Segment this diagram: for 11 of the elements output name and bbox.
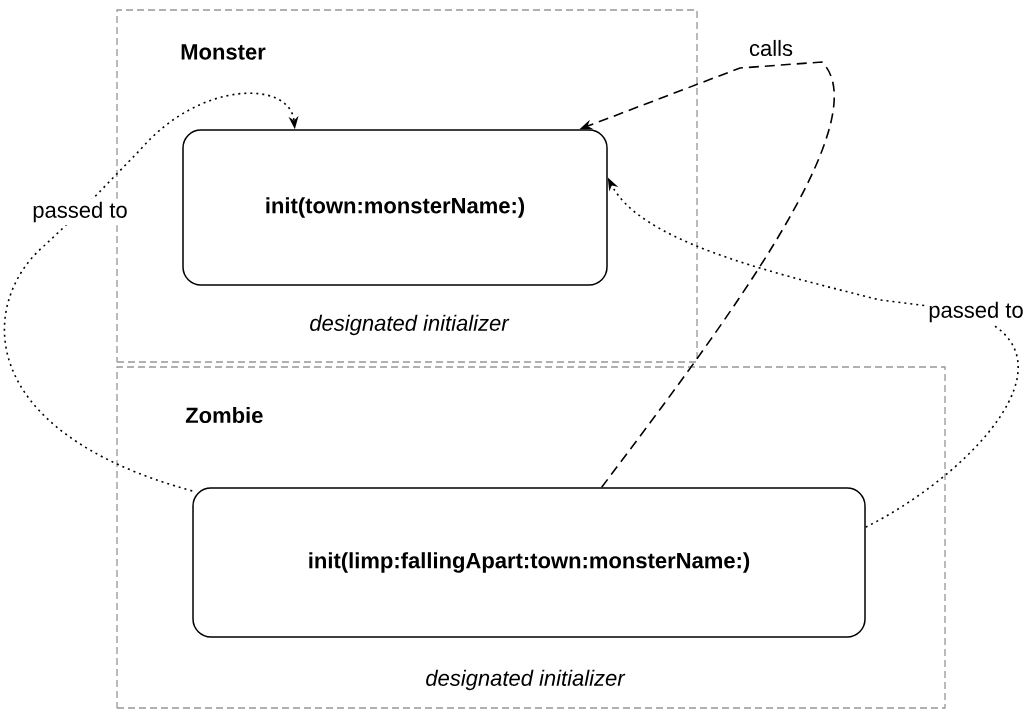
initializer-box: init(limp:fallingApart:town:monsterName:) <box>192 487 866 638</box>
arrow <box>4 92 299 492</box>
node-label: designated initializer <box>426 669 626 691</box>
initializer-box: init(town:monsterName:) <box>182 129 608 286</box>
edge-label: passed to <box>925 298 1027 326</box>
edge-label: calls <box>746 36 796 60</box>
node-label: designated initializer <box>310 314 510 336</box>
edge-label: passed to <box>29 198 131 226</box>
group-box <box>116 366 946 709</box>
group-heading: Monster <box>181 44 266 60</box>
group-heading: Zombie <box>185 406 263 424</box>
